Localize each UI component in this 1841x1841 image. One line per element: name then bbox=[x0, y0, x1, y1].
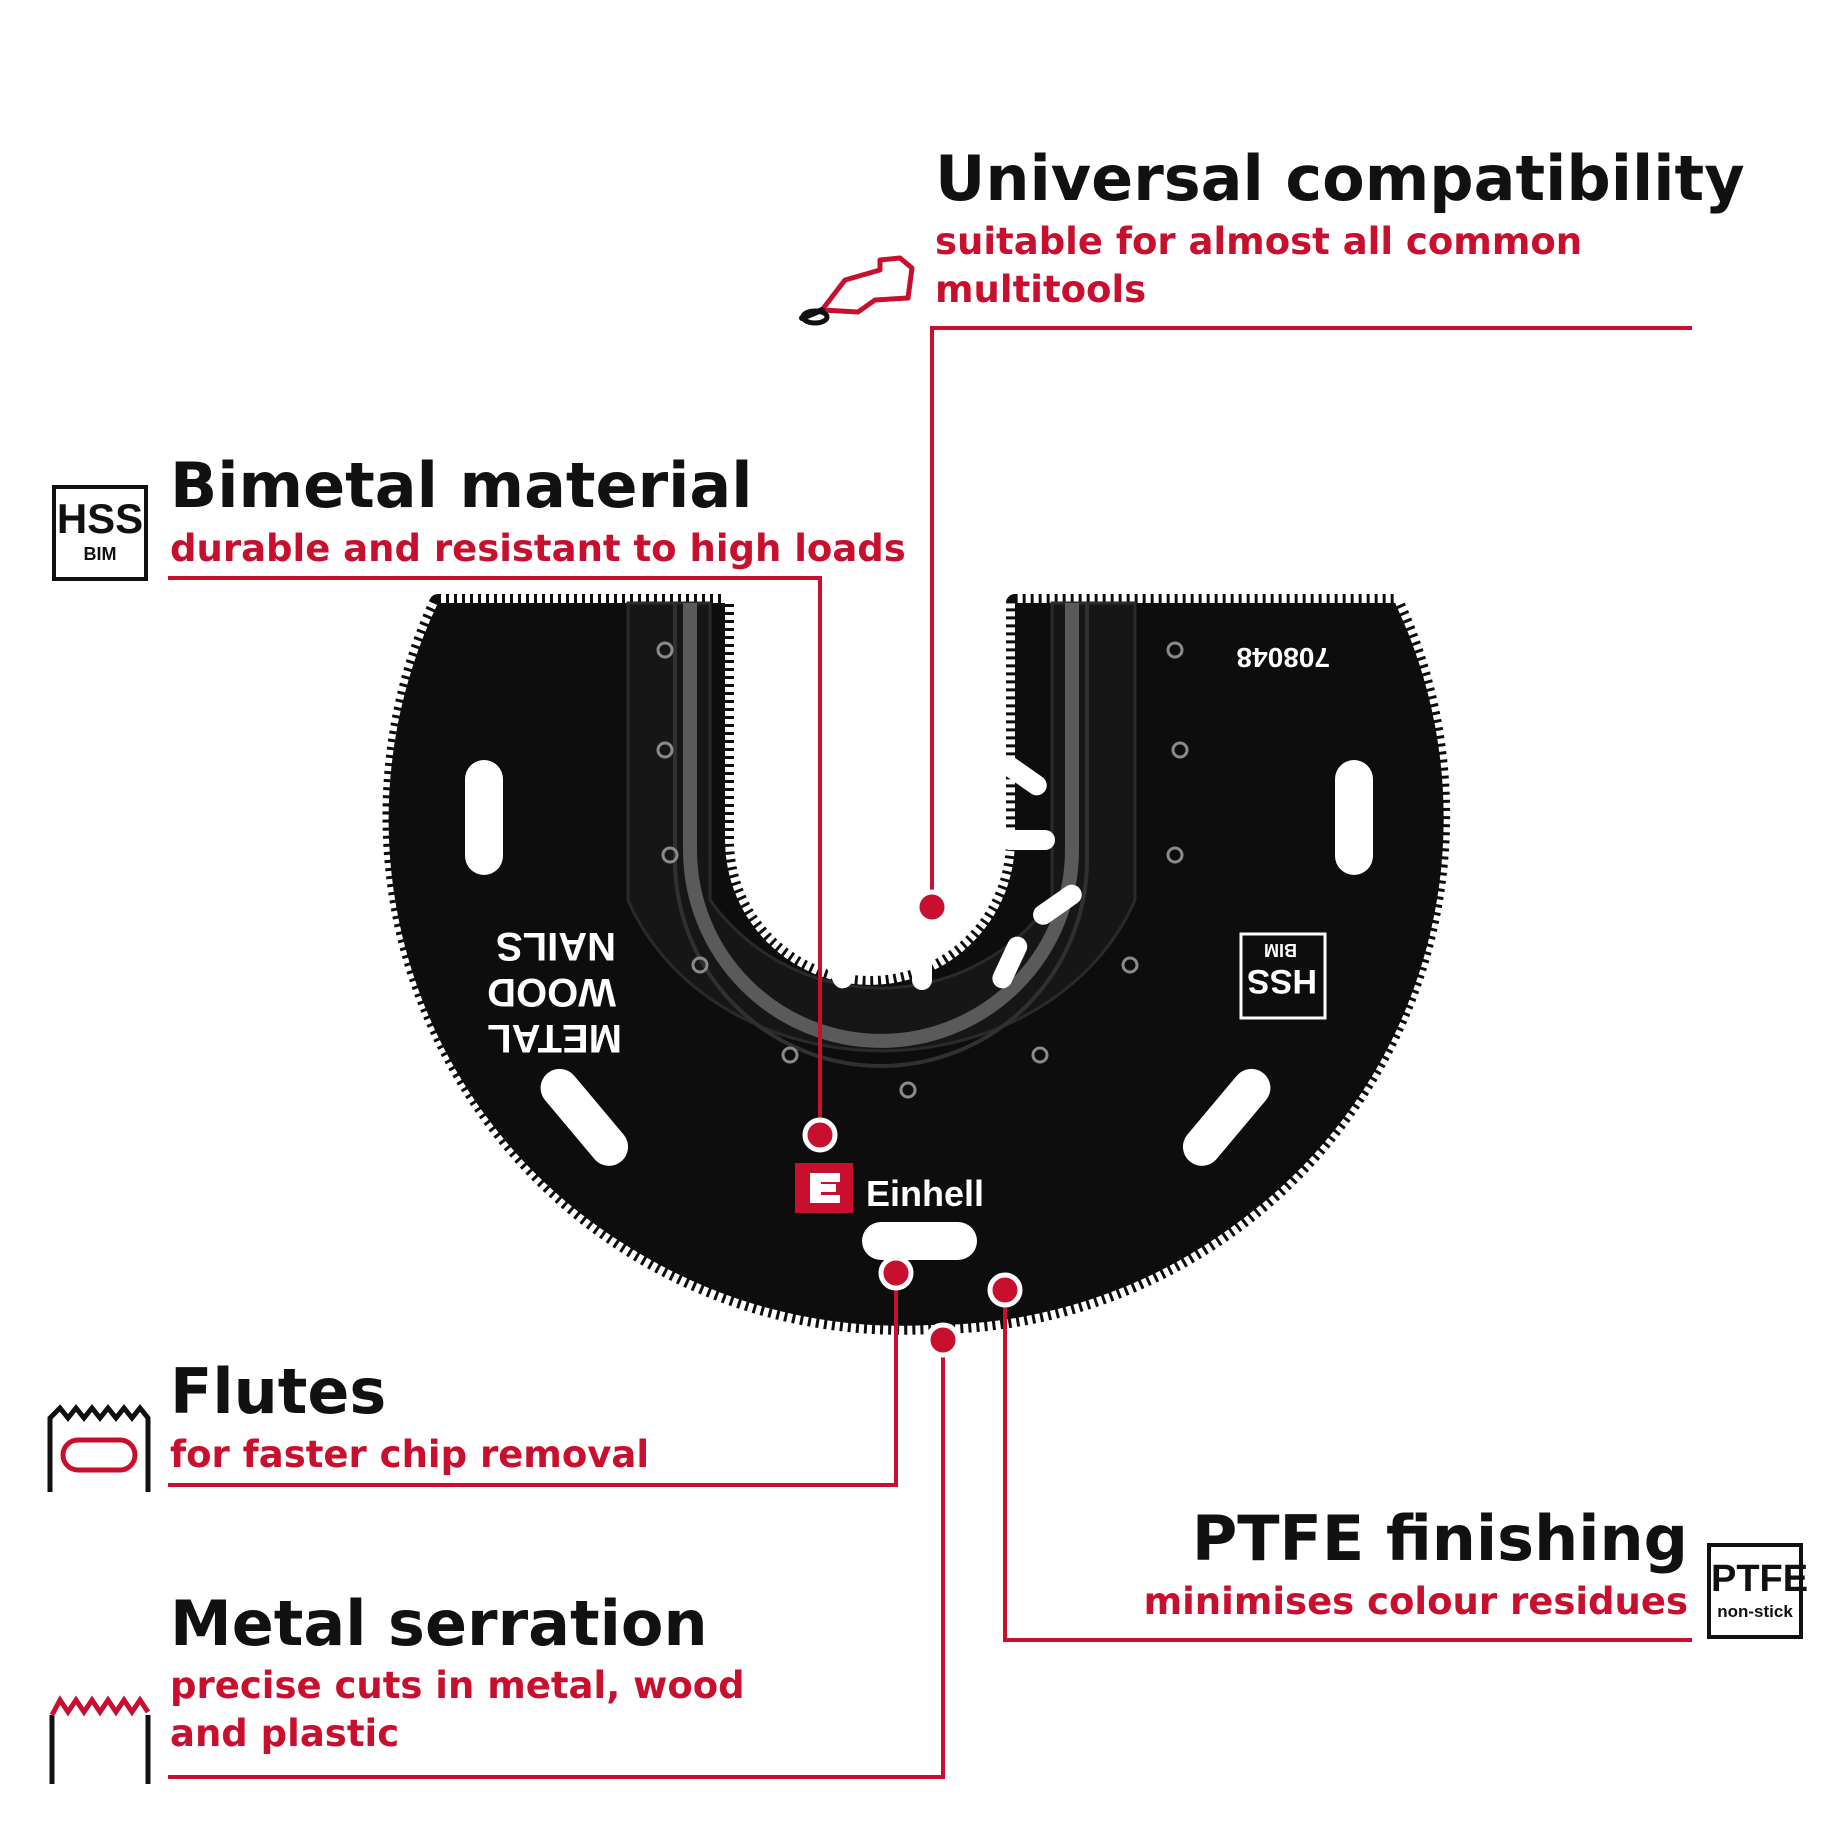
callout-dot-serration bbox=[925, 1322, 961, 1358]
serration-title: Metal serration bbox=[170, 1587, 708, 1660]
svg-text:HSS: HSS bbox=[1247, 962, 1317, 1000]
flutes-title: Flutes bbox=[170, 1355, 387, 1428]
badge-main-text: HSS bbox=[56, 495, 144, 542]
compatibility-title: Universal compatibility bbox=[935, 142, 1745, 215]
bimetal-title: Bimetal material bbox=[170, 449, 753, 522]
blade-flute-slots bbox=[465, 760, 1373, 1260]
blade-mount-groove bbox=[683, 603, 1079, 1048]
compatibility-subtitle-line: suitable for almost all common bbox=[935, 220, 1583, 263]
badge-sub-text: non-stick bbox=[1717, 1602, 1793, 1621]
callout-line-flutes bbox=[168, 1273, 898, 1487]
blade-article-number: 708048 bbox=[1237, 642, 1330, 673]
svg-text:BIM: BIM bbox=[1264, 940, 1297, 960]
star-mount-slots bbox=[750, 754, 1082, 990]
svg-text:NAILS: NAILS bbox=[496, 924, 616, 968]
serration-icon bbox=[49, 1695, 151, 1784]
serration-subtitle: precise cuts in metal, wood and plastic bbox=[170, 1662, 745, 1758]
compatibility-subtitle-line: multitools bbox=[935, 268, 1147, 311]
ptfe-subtitle: minimises colour residues bbox=[1143, 1580, 1688, 1623]
compatibility-subtitle: suitable for almost all common multitool… bbox=[935, 218, 1582, 314]
callout-line-compatibility bbox=[930, 326, 1692, 907]
callout-dots bbox=[802, 889, 1023, 1358]
callout-line-serration bbox=[168, 1340, 945, 1779]
callout-line-ptfe bbox=[1003, 1290, 1692, 1642]
serration-subtitle-line: precise cuts in metal, wood bbox=[170, 1664, 745, 1707]
flutes-subtitle: for faster chip removal bbox=[170, 1433, 650, 1476]
multitool-icon bbox=[799, 255, 915, 326]
ptfe-title: PTFE finishing bbox=[1191, 1502, 1688, 1575]
callout-line-bimetal bbox=[168, 576, 822, 1135]
bimetal-subtitle: durable and resistant to high loads bbox=[170, 527, 906, 570]
callout-dot-bimetal bbox=[802, 1117, 838, 1153]
callout-lines bbox=[168, 326, 1692, 1779]
badge-main-text: PTFE bbox=[1711, 1558, 1809, 1600]
callout-dot-flutes bbox=[878, 1255, 914, 1291]
flute-slot-icon bbox=[47, 1403, 151, 1492]
callout-dot-ptfe bbox=[987, 1272, 1023, 1308]
blade-mount-outline bbox=[626, 601, 1137, 1053]
blade-rivets bbox=[656, 641, 1189, 1099]
badge-sub-text: BIM bbox=[83, 544, 117, 564]
blade-brand-text: Einhell bbox=[866, 1173, 984, 1214]
serration-subtitle-line: and plastic bbox=[170, 1712, 400, 1755]
callout-dot-compatibility bbox=[914, 889, 950, 925]
blade-hss-stamp: HSS BIM bbox=[1239, 932, 1327, 1020]
ptfe-non-stick-badge: PTFE non-stick bbox=[1707, 1543, 1809, 1639]
hss-bim-badge: HSS BIM bbox=[52, 485, 148, 581]
svg-text:WOOD: WOOD bbox=[487, 970, 616, 1014]
blade-material-words: METAL WOOD NAILS bbox=[487, 924, 622, 1060]
svg-text:METAL: METAL bbox=[487, 1016, 622, 1060]
